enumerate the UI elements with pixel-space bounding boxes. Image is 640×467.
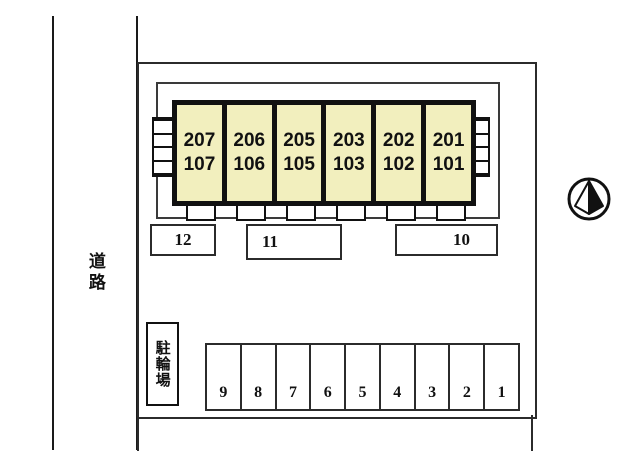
unit-block: 207 107 206 106 205 105 203 103 202 102 … [172, 100, 476, 206]
bicycle-parking-label: 駐輪場 [153, 340, 172, 388]
unit-lower-label: 102 [382, 154, 415, 175]
unit-lower-label: 105 [283, 154, 315, 175]
parking-space-7[interactable]: 7 [277, 345, 312, 409]
bicycle-parking-box: 駐輪場 [146, 322, 179, 406]
parking-space-4[interactable]: 4 [381, 345, 416, 409]
unit-upper-label: 205 [283, 129, 315, 151]
parking-space-6[interactable]: 6 [311, 345, 347, 409]
boundary-tail-right [531, 415, 533, 451]
parking-space-2[interactable]: 2 [450, 345, 486, 409]
parking-space-9[interactable]: 9 [207, 345, 242, 409]
parking-space-8[interactable]: 8 [242, 345, 277, 409]
road-label: 道路 [84, 252, 105, 294]
unit-201-101[interactable]: 201 101 [426, 105, 471, 201]
boundary-tail-left [137, 415, 139, 451]
unit-upper-label: 206 [233, 129, 266, 151]
north-arrow-icon [566, 176, 612, 222]
entrance-tab [386, 206, 416, 221]
entrance-tab [436, 206, 466, 221]
unit-upper-label: 203 [333, 129, 365, 151]
entrance-tab [186, 206, 216, 221]
unit-202-102[interactable]: 202 102 [376, 105, 422, 201]
parking-space-1[interactable]: 1 [497, 384, 506, 401]
parking-box-12[interactable]: 12 [150, 224, 216, 256]
unit-207-107[interactable]: 207 107 [177, 105, 222, 201]
property-boundary [137, 62, 537, 419]
unit-upper-label: 201 [432, 129, 465, 151]
unit-203-103[interactable]: 203 103 [326, 105, 372, 201]
entrance-tab [336, 206, 366, 221]
unit-upper-label: 207 [183, 129, 216, 151]
parking-box-11[interactable]: 11 [246, 224, 342, 260]
unit-lower-label: 101 [432, 154, 465, 175]
parking-strip: 9 8 7 6 5 4 3 2 1 [205, 343, 520, 411]
road-line-outer [52, 16, 54, 450]
unit-upper-label: 202 [382, 129, 415, 151]
parking-box-10[interactable]: 10 [395, 224, 498, 256]
unit-206-106[interactable]: 206 106 [226, 105, 272, 201]
entrance-tab [286, 206, 316, 221]
entrance-tab [236, 206, 266, 221]
unit-205-105[interactable]: 205 105 [276, 105, 322, 201]
unit-lower-label: 107 [183, 154, 216, 175]
unit-lower-label: 106 [233, 154, 266, 175]
parking-space-3[interactable]: 3 [416, 345, 451, 409]
parking-space-5[interactable]: 5 [346, 345, 381, 409]
unit-lower-label: 103 [333, 154, 365, 175]
